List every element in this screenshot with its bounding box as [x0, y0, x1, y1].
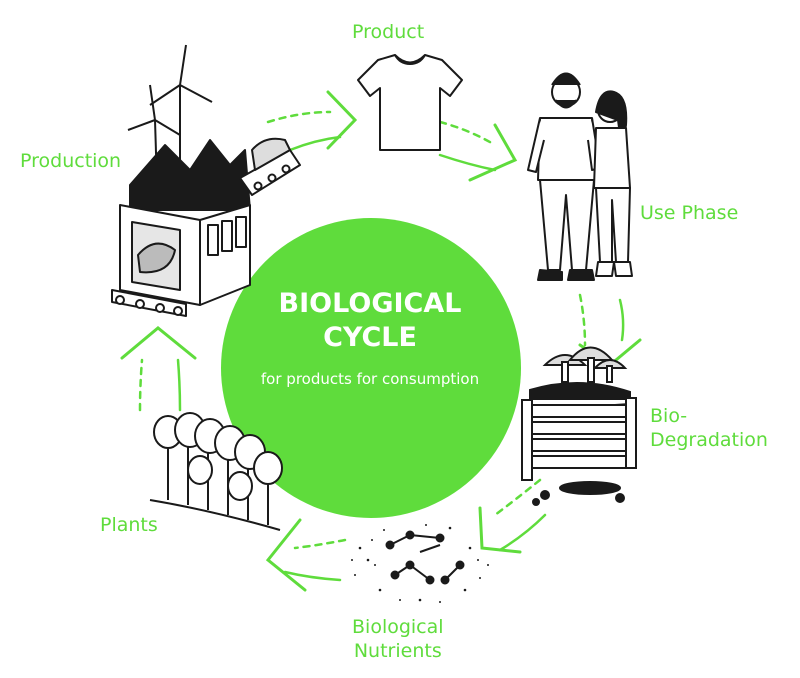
label-bio-line1: Bio-: [650, 405, 688, 427]
label-production: Production: [20, 150, 122, 172]
people-icon: [527, 72, 633, 281]
arrow-production-to-product: [266, 90, 358, 152]
center-title-line1: BIOLOGICAL: [278, 288, 462, 319]
trees-icon: [149, 412, 283, 531]
wind-turbine-icon: [127, 44, 213, 186]
label-use-phase: Use Phase: [640, 202, 739, 224]
molecules-icon: [351, 524, 489, 603]
label-bio-line2: Degradation: [650, 429, 768, 451]
tshirt-icon: [357, 54, 463, 151]
center-subtitle: for products for consumption: [260, 370, 480, 388]
center-circle: [221, 218, 521, 518]
arrow-nutrients-to-plants: [265, 518, 347, 592]
arrow-product-to-use: [438, 120, 518, 182]
label-plants: Plants: [100, 514, 158, 536]
compost-bin-icon: [521, 346, 637, 506]
label-biological-nutrients: Biological Nutrients: [352, 615, 444, 663]
label-nutrients-line1: Biological: [352, 616, 444, 638]
label-product: Product: [352, 21, 425, 43]
label-nutrients-line2: Nutrients: [353, 640, 442, 662]
factory-icon: [111, 137, 301, 317]
arrow-bio-to-nutrients: [478, 478, 547, 554]
arrow-plants-to-production: [120, 326, 197, 412]
center-title: BIOLOGICAL CYCLE: [220, 287, 520, 355]
center-title-line2: CYCLE: [323, 322, 417, 353]
label-bio-degradation: Bio- Degradation: [650, 404, 768, 452]
